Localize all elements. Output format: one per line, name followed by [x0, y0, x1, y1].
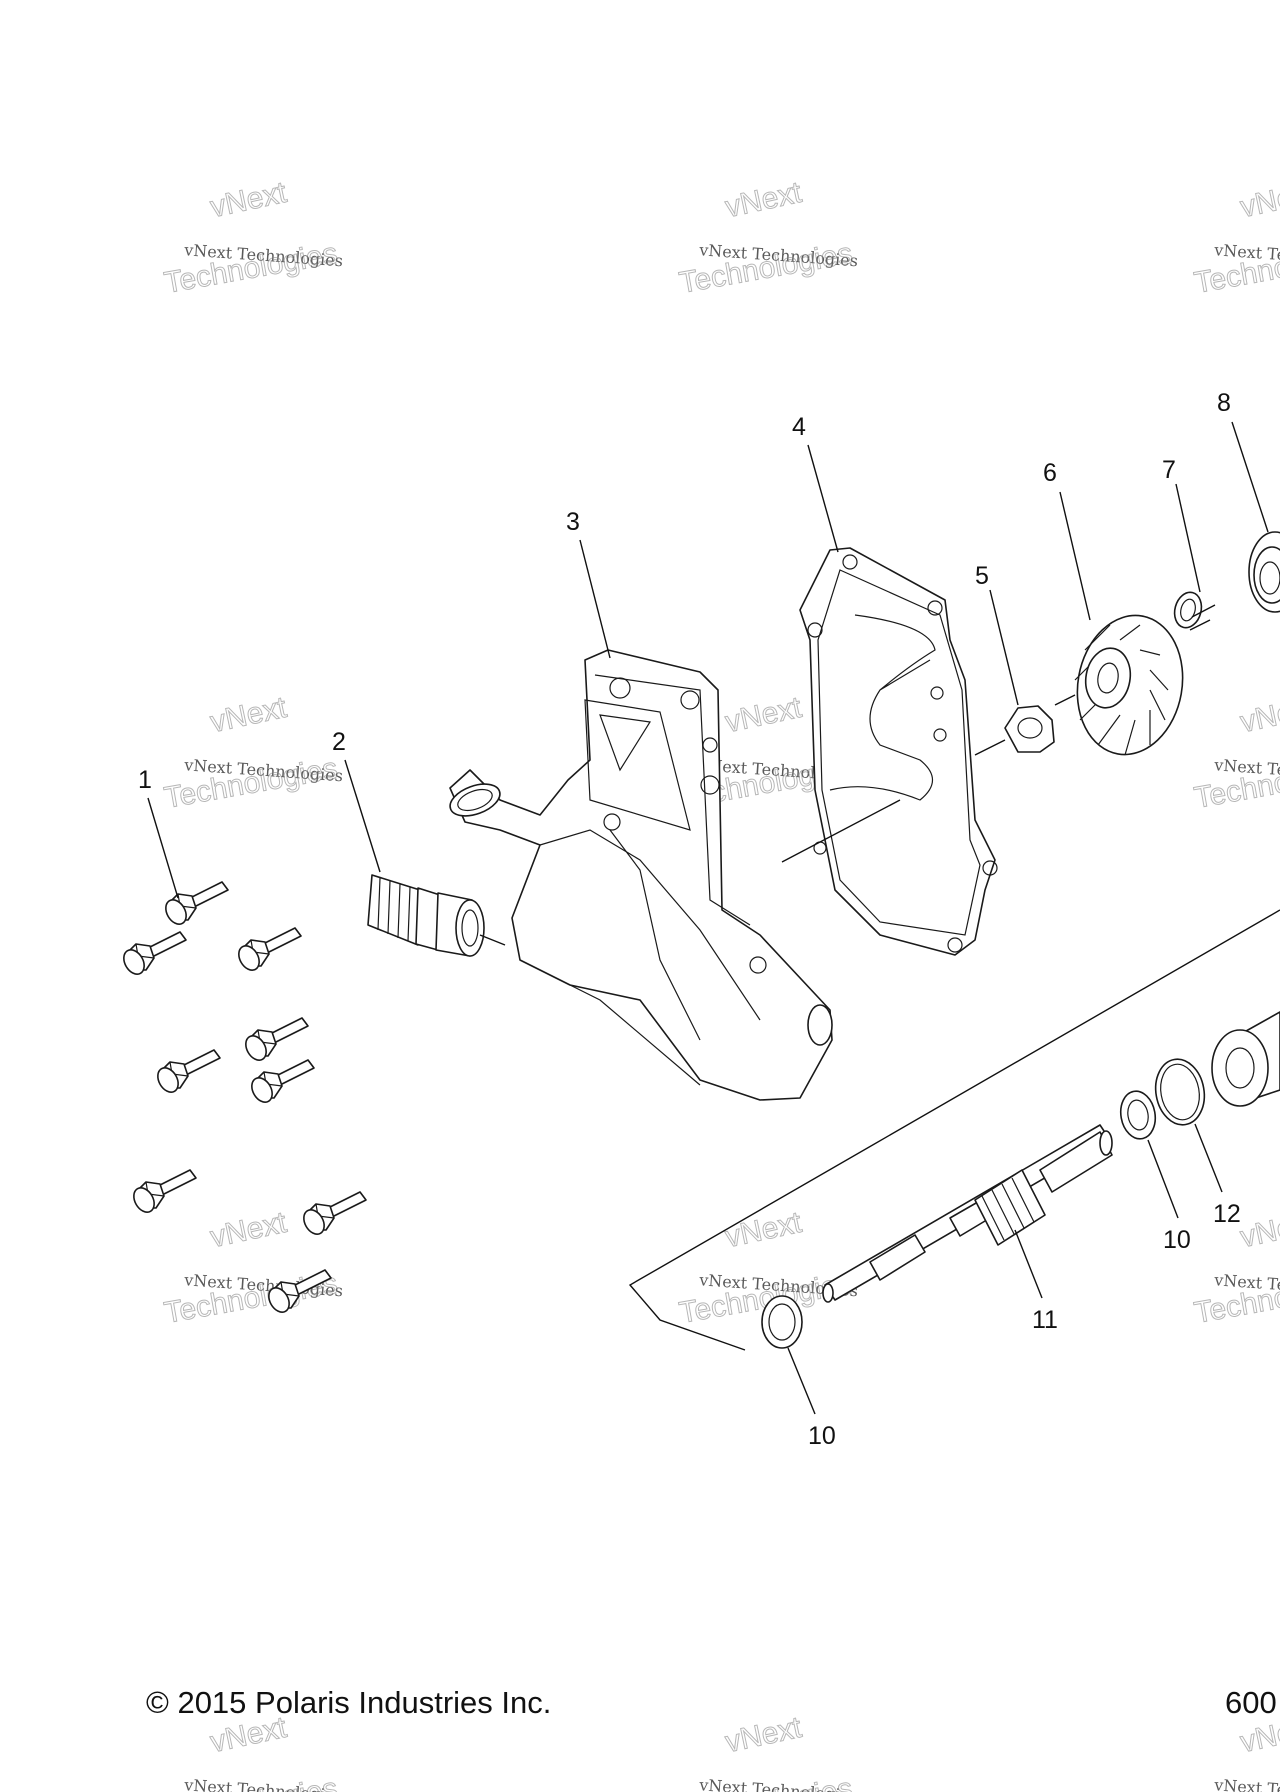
part-12-o-ring	[1154, 1058, 1206, 1126]
leader-12	[1194, 1123, 1223, 1193]
watermark-vnext: vNext	[722, 176, 805, 224]
leader-6	[1059, 491, 1091, 621]
bolt	[240, 1017, 309, 1065]
bolt	[152, 1049, 221, 1097]
leader-11	[1014, 1229, 1043, 1299]
part-4-gasket	[781, 547, 998, 956]
part-2-hose-fitting	[367, 874, 506, 957]
watermark-vnext: vNext	[722, 1711, 805, 1759]
leader-2	[344, 759, 381, 873]
watermark-vnext: vNext	[207, 691, 290, 739]
watermark: vNext vNext Technologies Technologies	[161, 1710, 343, 1792]
part-1-bolts	[118, 881, 367, 1317]
shaft-bushing	[1211, 1011, 1280, 1107]
part-10-washer-upper	[1119, 1090, 1157, 1140]
watermark: vNext vNext Technologies Technologies	[1191, 1710, 1280, 1792]
copyright-notice: © 2015 Polaris Industries Inc.	[146, 1685, 552, 1720]
part-3-pump-housing	[449, 649, 833, 1101]
watermark: vNext vNext Technologies Technologies	[1191, 690, 1280, 815]
page-number: 600	[1225, 1685, 1277, 1720]
bolt	[118, 931, 187, 979]
callout-6: 6	[1043, 459, 1057, 487]
callout-12: 12	[1213, 1200, 1241, 1228]
watermark: vNext vNext Technologies Technologies	[676, 175, 858, 300]
callout-7: 7	[1162, 456, 1176, 484]
watermark: vNext vNext Technologies Technologies	[1191, 175, 1280, 300]
bolt	[246, 1059, 315, 1107]
callout-10-lower: 10	[808, 1422, 836, 1450]
callout-3: 3	[566, 508, 580, 536]
leader-3	[579, 539, 611, 659]
leader-10-upper	[1147, 1139, 1179, 1219]
part-7-washer	[1173, 591, 1216, 629]
bolt	[128, 1169, 197, 1217]
watermark-vnext: vNext	[207, 176, 290, 224]
watermark-company: vNext Technologies	[1213, 1775, 1280, 1792]
leader-1	[147, 797, 179, 899]
leader-8	[1231, 421, 1269, 533]
leader-5	[989, 589, 1019, 706]
watermark: vNext vNext Technologies Technologies	[161, 175, 343, 300]
watermark-vnext: vNext	[722, 1206, 805, 1254]
leader-10-lower	[787, 1347, 816, 1415]
callout-5: 5	[975, 562, 989, 590]
watermark-vnext: vNext	[1237, 176, 1280, 224]
part-11-shaft	[822, 1124, 1113, 1303]
watermark: vNext vNext Technologies Technologies	[161, 690, 343, 815]
bolt	[298, 1191, 367, 1239]
watermark: vNext vNext Technologies Technologies	[676, 1710, 858, 1792]
watermark-vnext: vNext	[722, 691, 805, 739]
callout-1: 1	[138, 766, 152, 794]
watermark-vnext: vNext	[207, 1206, 290, 1254]
leader-7	[1175, 483, 1201, 593]
part-5-nut	[974, 694, 1076, 756]
callout-11: 11	[1032, 1306, 1058, 1334]
watermark-vnext: vNext	[1237, 1206, 1280, 1254]
bolt	[233, 927, 302, 975]
part-6-impeller	[1074, 614, 1211, 756]
leader-lines	[147, 421, 1269, 1415]
bolt	[160, 881, 229, 929]
subassembly-boundary	[628, 909, 1280, 1351]
part-10-washer-lower	[761, 1295, 803, 1349]
leader-4	[807, 444, 839, 553]
watermark-vnext: vNext	[1237, 691, 1280, 739]
callout-10-upper: 10	[1163, 1226, 1191, 1254]
callout-8: 8	[1217, 389, 1231, 417]
part-8-seal	[1248, 531, 1280, 613]
callout-4: 4	[792, 413, 806, 441]
callouts: 1 2 3 4 5 6 7 8 10 12 11 10	[138, 389, 1241, 1450]
callout-2: 2	[332, 728, 346, 756]
